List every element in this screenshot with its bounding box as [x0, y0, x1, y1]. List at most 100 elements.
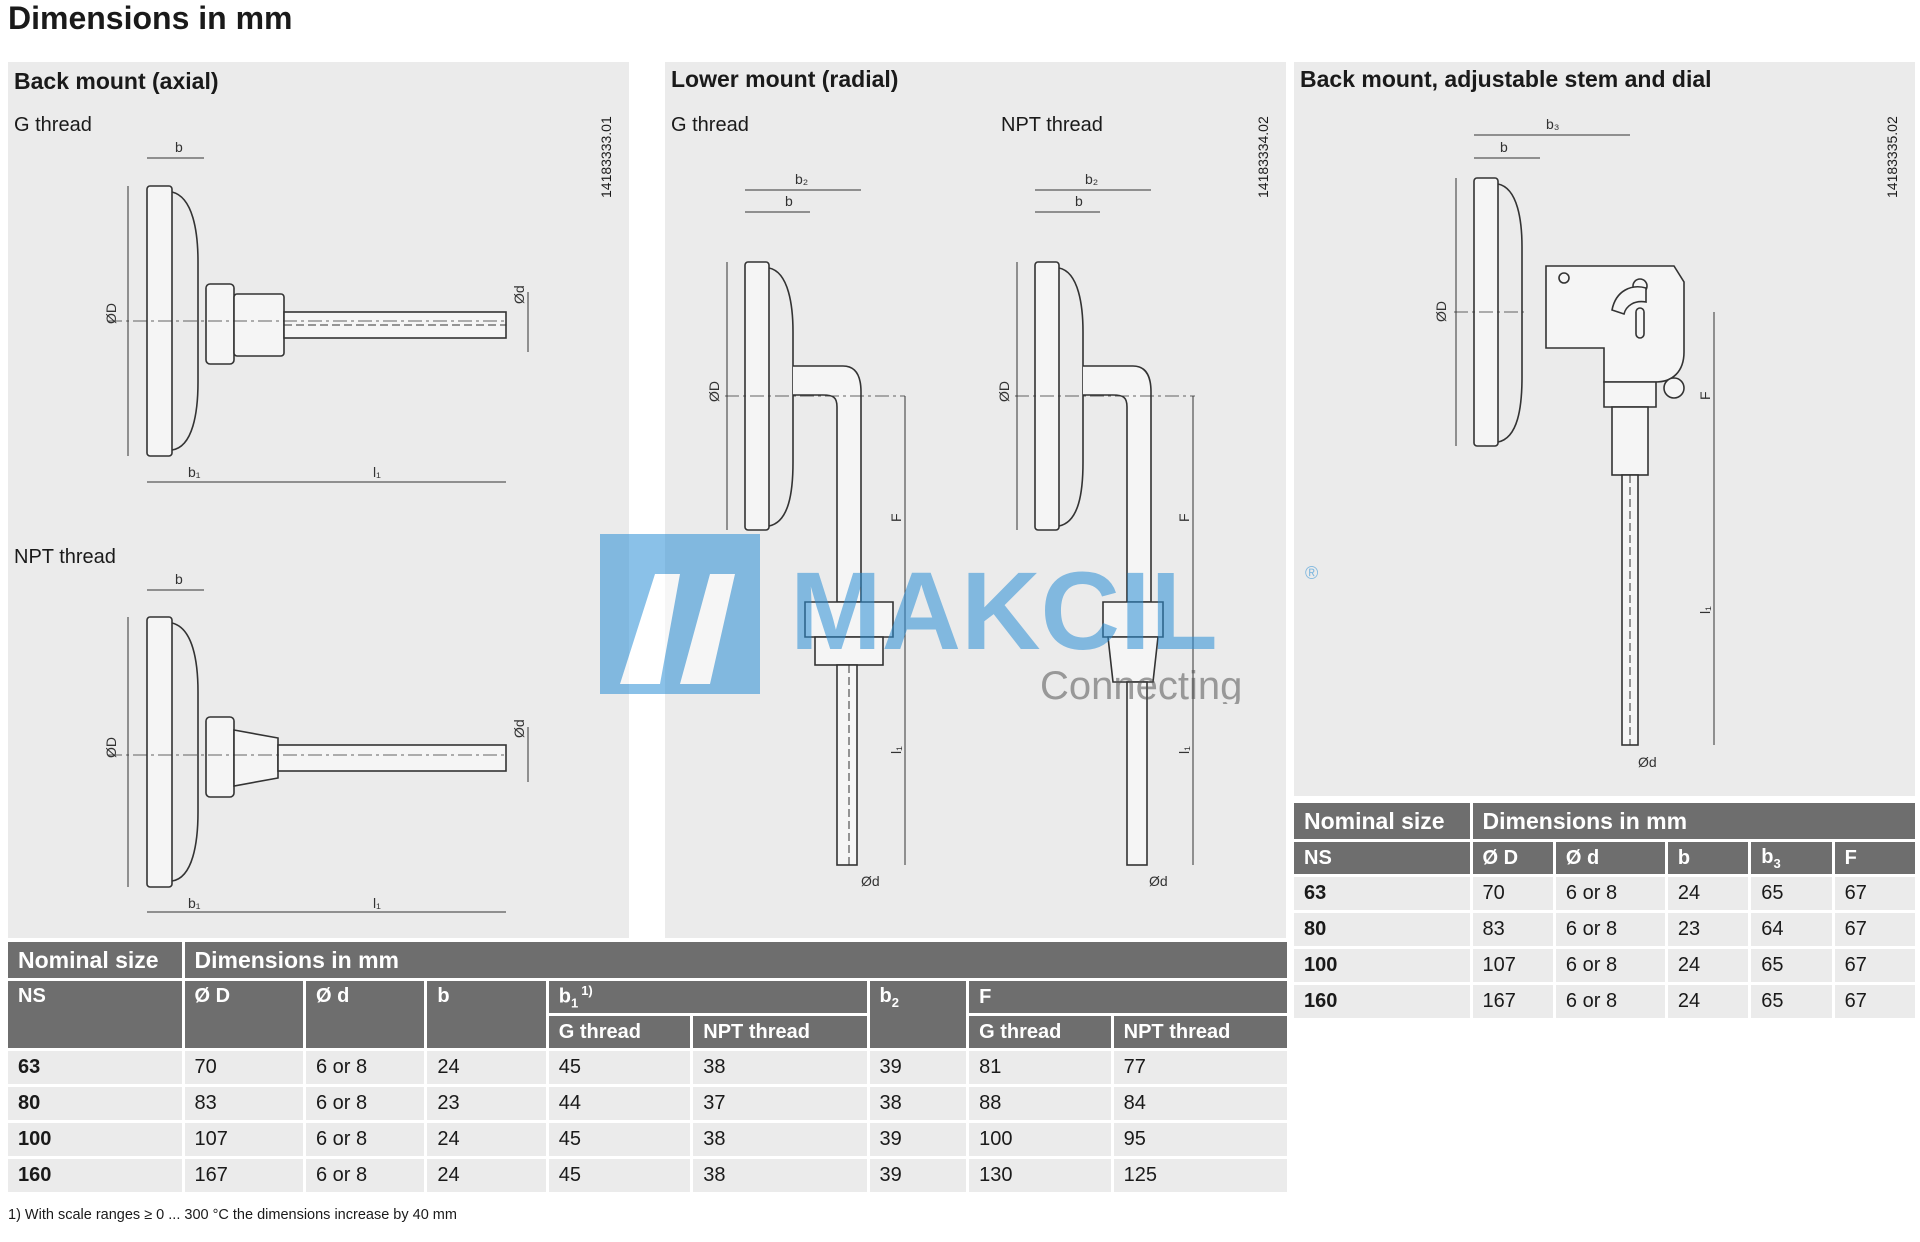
col-b2: b2: [869, 981, 967, 1048]
col-ns: NS: [1294, 842, 1470, 874]
cell-D: 167: [1472, 985, 1553, 1018]
dim-F: F: [1697, 391, 1713, 400]
col-D: Ø D: [1472, 842, 1553, 874]
cell-F: 67: [1834, 985, 1915, 1018]
dim-d-npt: Ød: [511, 719, 527, 738]
cell-b: 24: [427, 1123, 546, 1156]
cell-b1g: 45: [548, 1123, 691, 1156]
adjustable-drawing: b b₃ ØD F l₁ Ød: [1433, 116, 1715, 770]
page-title: Dimensions in mm: [8, 0, 293, 36]
dim-F: F: [888, 513, 904, 522]
cell-D: 70: [184, 1051, 303, 1084]
dim-d-npt: Ød: [1149, 873, 1168, 889]
dim-l1: l₁: [373, 464, 381, 480]
cell-Fn: 77: [1113, 1051, 1287, 1084]
cell-D: 167: [184, 1159, 303, 1192]
g-thread-label: G thread: [14, 114, 92, 136]
cell-ns: 160: [8, 1159, 182, 1192]
dim-b2-npt: b₂: [1085, 171, 1098, 187]
dim-b2: b₂: [795, 171, 808, 187]
panel-adjustable-stem: Back mount, adjustable stem and dial 141…: [1294, 62, 1915, 796]
cell-d: 6 or 8: [1555, 877, 1665, 910]
cell-ns: 63: [1294, 877, 1470, 910]
header-dimensions: Dimensions in mm: [184, 942, 1287, 978]
dim-F-npt: F: [1176, 513, 1192, 522]
dim-b-npt: b: [175, 571, 183, 587]
cell-b1n: 38: [693, 1051, 867, 1084]
cell-d: 6 or 8: [1555, 985, 1665, 1018]
dim-b: b: [785, 193, 793, 209]
npt-thread-label: NPT thread: [1001, 114, 1103, 136]
panel-title: Lower mount (radial): [671, 66, 899, 92]
cell-b: 23: [427, 1087, 546, 1120]
dim-D-npt: ØD: [103, 737, 119, 758]
dim-l1: l₁: [1697, 606, 1713, 614]
cell-F: 67: [1834, 913, 1915, 946]
dim-b1-npt: b₁: [188, 895, 201, 911]
cell-D: 70: [1472, 877, 1553, 910]
cell-b: 24: [1667, 949, 1749, 982]
radial-drawing: b b₂ ØD F l₁ Ød b b₂ ØD F l₁ Ød: [706, 171, 1195, 889]
panel-title: Back mount, adjustable stem and dial: [1300, 66, 1712, 92]
footnote: 1) With scale ranges ≥ 0 ... 300 °C the …: [8, 1207, 457, 1223]
cell-D: 107: [1472, 949, 1553, 982]
col-d: Ø d: [1555, 842, 1665, 874]
dim-d: Ød: [861, 873, 880, 889]
cell-ns: 100: [1294, 949, 1470, 982]
cell-b1n: 38: [693, 1123, 867, 1156]
col-D: Ø D: [184, 981, 303, 1048]
cell-F: 67: [1834, 949, 1915, 982]
panel-lower-mount-radial: Lower mount (radial) G thread NPT thread…: [665, 62, 1286, 938]
cell-b: 24: [1667, 877, 1749, 910]
header-nominal-size: Nominal size: [8, 942, 182, 978]
col-b: b: [427, 981, 546, 1048]
panel-back-mount-axial: Back mount (axial) G thread NPT thread 1…: [8, 62, 629, 938]
cell-ns: 80: [8, 1087, 182, 1120]
axial-drawing: b b₁ l₁ ØD Ød b b₁ l₁ ØD Ød: [103, 139, 529, 913]
cell-b3: 64: [1751, 913, 1832, 946]
cell-d: 6 or 8: [305, 1123, 425, 1156]
cell-b3: 65: [1751, 949, 1832, 982]
cell-ns: 63: [8, 1051, 182, 1084]
cell-b1g: 45: [548, 1159, 691, 1192]
dim-l1-npt: l₁: [373, 895, 381, 911]
cell-d: 6 or 8: [305, 1051, 425, 1084]
npt-thread-label: NPT thread: [14, 546, 116, 568]
cell-b3: 65: [1751, 985, 1832, 1018]
cell-b2: 39: [869, 1051, 967, 1084]
cell-Fg: 100: [969, 1123, 1111, 1156]
adjustable-dimension-table: Nominal size Dimensions in mm NS Ø D Ø d…: [1291, 800, 1918, 1021]
cell-ns: 160: [1294, 985, 1470, 1018]
dim-d: Ød: [1638, 754, 1657, 770]
cell-Fg: 88: [969, 1087, 1111, 1120]
main-dimension-table: Nominal size Dimensions in mm NS Ø D Ø d…: [5, 939, 1290, 1195]
dim-b3: b₃: [1546, 116, 1560, 132]
header-nominal-size: Nominal size: [1294, 803, 1470, 839]
dim-D: ØD: [706, 381, 722, 402]
dim-b: b: [175, 139, 183, 155]
g-thread-label: G thread: [671, 114, 749, 136]
cell-b: 24: [427, 1051, 546, 1084]
dim-l1: l₁: [888, 746, 904, 754]
dim-D-npt: ØD: [996, 381, 1012, 402]
cell-D: 83: [184, 1087, 303, 1120]
panel-title: Back mount (axial): [14, 68, 219, 94]
cell-b: 23: [1667, 913, 1749, 946]
dim-D: ØD: [103, 303, 119, 324]
header-dimensions: Dimensions in mm: [1472, 803, 1915, 839]
cell-Fg: 81: [969, 1051, 1111, 1084]
cell-d: 6 or 8: [1555, 949, 1665, 982]
cell-ns: 80: [1294, 913, 1470, 946]
dim-b1: b₁: [188, 464, 201, 480]
dim-d: Ød: [511, 285, 527, 304]
cell-Fg: 130: [969, 1159, 1111, 1192]
cell-d: 6 or 8: [1555, 913, 1665, 946]
col-F: F: [1834, 842, 1915, 874]
cell-Fn: 84: [1113, 1087, 1287, 1120]
